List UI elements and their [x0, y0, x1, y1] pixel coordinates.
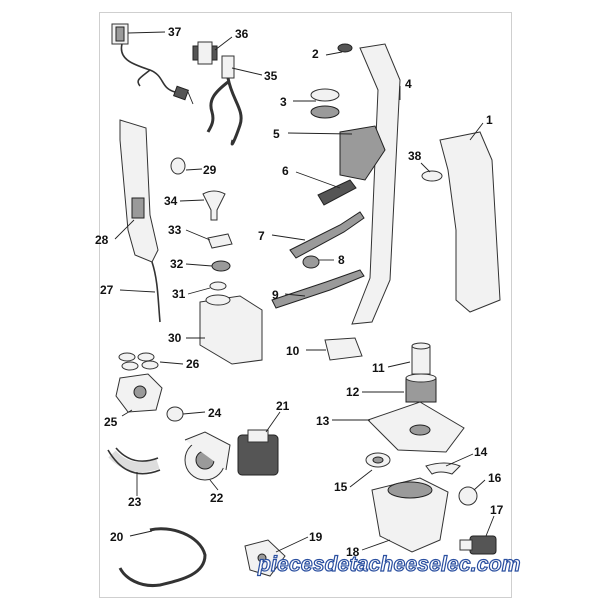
part-18-sump — [371, 477, 449, 553]
callout-17: 17 — [490, 503, 504, 517]
callout-38: 38 — [408, 149, 422, 163]
part-37-power-cord — [111, 23, 194, 105]
part-14-seal — [425, 462, 461, 475]
part-25-heater-block — [115, 373, 163, 413]
part-23-elbow-hose — [108, 450, 160, 473]
part-31-ring — [209, 281, 227, 291]
callout-22: 22 — [210, 491, 224, 505]
callout-19: 19 — [309, 530, 323, 544]
callout-18: 18 — [346, 545, 360, 559]
part-32-nut — [211, 260, 231, 272]
part-22-pump-body — [184, 431, 231, 481]
part-19-bracket — [244, 539, 286, 577]
callout-7: 7 — [258, 229, 265, 243]
callout-1: 1 — [486, 113, 493, 127]
callout-32: 32 — [170, 257, 184, 271]
part-34-funnel — [202, 190, 226, 221]
callout-12: 12 — [346, 385, 360, 399]
callout-27: 27 — [100, 283, 114, 297]
callout-3: 3 — [280, 95, 287, 109]
callout-28: 28 — [95, 233, 109, 247]
callout-36: 36 — [235, 27, 249, 41]
callout-5: 5 — [273, 127, 280, 141]
part-8-hub — [302, 255, 320, 269]
site-watermark: piecesdetacheeselec.com — [257, 552, 521, 576]
part-12-micro-filter — [405, 373, 437, 403]
part-4-water-duct — [351, 43, 401, 325]
part-38-seal — [421, 170, 443, 182]
callout-6: 6 — [282, 164, 289, 178]
part-27-tube — [151, 261, 161, 323]
part-1-tank — [439, 131, 501, 313]
part-26-seals — [118, 352, 159, 371]
part-29-seal — [170, 157, 186, 175]
callout-11: 11 — [372, 361, 385, 375]
leader-lines — [114, 31, 495, 553]
part-28-side-panel — [119, 119, 159, 263]
part-10-sensor — [324, 337, 363, 361]
part-9-lower-spray-arm — [271, 269, 365, 309]
part-20-drain-hose — [118, 527, 207, 588]
callout-10: 10 — [286, 344, 300, 358]
part-33-bracket — [207, 233, 233, 249]
callout-20: 20 — [110, 530, 124, 544]
part-3-connector — [310, 88, 340, 119]
part-6-arm-support — [317, 179, 357, 206]
part-11-filter — [411, 342, 431, 375]
callout-23: 23 — [128, 495, 142, 509]
part-21-motor — [237, 429, 279, 476]
part-15-float — [365, 452, 391, 468]
part-2-seal — [337, 43, 353, 53]
callout-25: 25 — [104, 415, 118, 429]
callout-35: 35 — [264, 69, 278, 83]
callout-4: 4 — [405, 77, 412, 91]
part-17-drain-pump — [459, 535, 497, 555]
callout-16: 16 — [488, 471, 502, 485]
callout-26: 26 — [186, 357, 200, 371]
callout-8: 8 — [338, 253, 345, 267]
callout-21: 21 — [276, 399, 290, 413]
part-7-upper-spray-arm — [289, 211, 365, 259]
part-24-connector — [166, 406, 184, 422]
callout-2: 2 — [312, 47, 319, 61]
callout-31: 31 — [172, 287, 186, 301]
part-30-softener — [199, 294, 263, 365]
part-5-manifold — [339, 125, 386, 181]
part-36-inlet-valve — [192, 41, 218, 65]
callout-30: 30 — [168, 331, 182, 345]
callout-29: 29 — [203, 163, 217, 177]
callout-34: 34 — [164, 194, 178, 208]
callout-14: 14 — [474, 445, 488, 459]
callout-13: 13 — [316, 414, 330, 428]
part-16-cap — [458, 486, 478, 506]
callout-24: 24 — [208, 406, 222, 420]
diagram-frame — [99, 12, 512, 598]
callout-37: 37 — [168, 25, 182, 39]
callout-9: 9 — [272, 288, 279, 302]
part-35-inlet-hose — [206, 55, 243, 146]
callout-numbers: 1 2 3 4 5 6 7 8 9 10 11 12 13 14 15 16 1… — [95, 25, 504, 559]
callout-33: 33 — [168, 223, 182, 237]
callout-15: 15 — [334, 480, 348, 494]
